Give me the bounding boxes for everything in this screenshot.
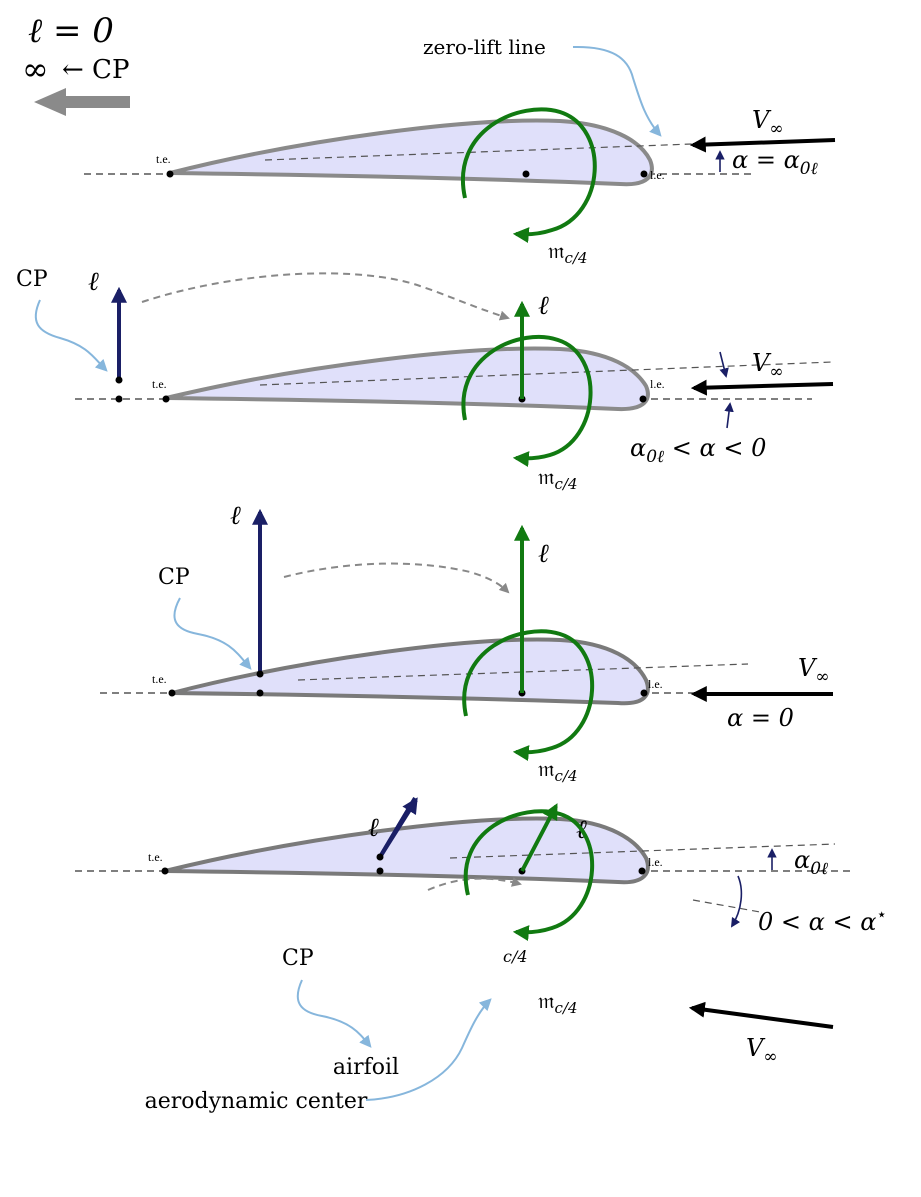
panel-4: t.e. l.e. ℓ ℓ 𝔪c/4 c/4 CP V∞ α0ℓ 0 < α <… xyxy=(75,796,887,1114)
airfoil-shape xyxy=(164,816,650,885)
legend-arrow-icon xyxy=(34,88,130,116)
cp-point xyxy=(115,395,123,403)
leading-edge-point xyxy=(639,395,647,403)
zero-lift-callout xyxy=(572,45,662,137)
cp-point xyxy=(256,670,264,678)
aero-center-label-line1: airfoil xyxy=(333,1055,399,1080)
lift-label-ac: ℓ xyxy=(538,539,549,569)
moment-arrow-icon xyxy=(461,107,597,244)
panel-1: t.e. l.e. 𝔪c/4 zero-lift line V∞ α = α0ℓ xyxy=(84,35,836,267)
legend-lift-zero: ℓ = 0 xyxy=(28,11,114,51)
velocity-label: V∞ xyxy=(746,1034,778,1067)
le-label: l.e. xyxy=(648,677,663,691)
alpha-label: α = 0 xyxy=(727,704,794,732)
leading-edge-point xyxy=(640,170,648,178)
cp-chord-point xyxy=(376,867,384,875)
cp-label: CP xyxy=(158,565,190,590)
legend-infinity: ∞ xyxy=(22,50,49,88)
cp-point xyxy=(376,853,384,861)
alpha-angle-marker xyxy=(724,402,734,429)
cp-callout xyxy=(34,299,108,372)
quarter-chord-point xyxy=(522,170,530,178)
alpha-zero-lift-marker xyxy=(719,351,729,378)
freestream-arrow xyxy=(689,136,836,153)
velocity-label: V∞ xyxy=(752,349,784,382)
freestream-extension-line xyxy=(692,899,761,913)
alpha-zero-lift-label: α0ℓ xyxy=(794,846,828,879)
lift-arrow-cp xyxy=(378,797,418,859)
freestream-arrow xyxy=(690,379,834,396)
lift-origin-point xyxy=(115,376,123,384)
cp-label: CP xyxy=(282,946,314,971)
cp-callout xyxy=(173,597,252,670)
cp-shift-arrow xyxy=(141,272,510,321)
velocity-label: V∞ xyxy=(798,654,830,687)
alpha-range-label: 0 < α < α⋆ xyxy=(758,905,887,936)
quarter-chord-label: c/4 xyxy=(503,947,528,966)
lift-label-ac: ℓ xyxy=(538,291,549,321)
trailing-edge-point xyxy=(162,395,170,403)
legend-cp-text: ← CP xyxy=(62,55,129,85)
le-label: l.e. xyxy=(650,377,665,391)
te-label: t.e. xyxy=(152,672,167,686)
te-label: t.e. xyxy=(148,850,163,864)
cp-callout xyxy=(296,979,372,1048)
lift-label-cp: ℓ xyxy=(88,267,99,297)
velocity-label: V∞ xyxy=(752,106,784,139)
panel-2: t.e. l.e. ℓ ℓ 𝔪c/4 CP V∞ α0ℓ < α < 0 xyxy=(16,267,834,493)
cp-label: CP xyxy=(16,267,48,292)
lift-arrow-ac xyxy=(520,803,558,872)
moment-arrow-icon xyxy=(463,809,594,942)
legend: ℓ = 0 ∞ ← CP xyxy=(22,11,130,116)
lift-label-cp: ℓ xyxy=(230,501,241,531)
airfoil-shape xyxy=(169,118,654,187)
alpha-range-label: α0ℓ < α < 0 xyxy=(630,434,766,467)
cp-shift-arrow xyxy=(427,877,522,891)
te-label: t.e. xyxy=(156,152,171,166)
cp-chord-point xyxy=(256,689,264,697)
zero-lift-line xyxy=(449,843,836,859)
moment-label: 𝔪c/4 xyxy=(538,465,578,493)
te-label: t.e. xyxy=(152,377,167,391)
trailing-edge-point xyxy=(166,170,174,178)
alpha-angle-marker xyxy=(730,875,743,928)
zero-lift-line xyxy=(297,663,749,681)
lift-label-cp: ℓ xyxy=(368,813,379,843)
alpha-label: α = α0ℓ xyxy=(732,146,818,179)
moment-arrow-icon xyxy=(461,334,593,468)
aero-center-label-line2: aerodynamic center xyxy=(145,1089,368,1114)
leading-edge-point xyxy=(638,867,646,875)
airfoil-shape xyxy=(171,637,650,706)
le-label: l.e. xyxy=(650,168,665,182)
trailing-edge-point xyxy=(168,689,176,697)
moment-arrow-icon xyxy=(462,629,594,762)
freestream-arrow xyxy=(688,1001,834,1029)
panel-3: t.e. l.e. ℓ ℓ 𝔪c/4 CP V∞ α = 0 xyxy=(100,501,833,785)
cp-shift-arrow xyxy=(283,562,510,594)
aero-center-callout xyxy=(365,998,492,1101)
le-label: l.e. xyxy=(648,855,663,869)
moment-label: 𝔪c/4 xyxy=(548,239,588,267)
moment-label: 𝔪c/4 xyxy=(538,989,578,1017)
moment-label: 𝔪c/4 xyxy=(538,757,578,785)
zero-lift-line-label: zero-lift line xyxy=(423,35,546,59)
trailing-edge-point xyxy=(161,867,169,875)
leading-edge-point xyxy=(640,689,648,697)
